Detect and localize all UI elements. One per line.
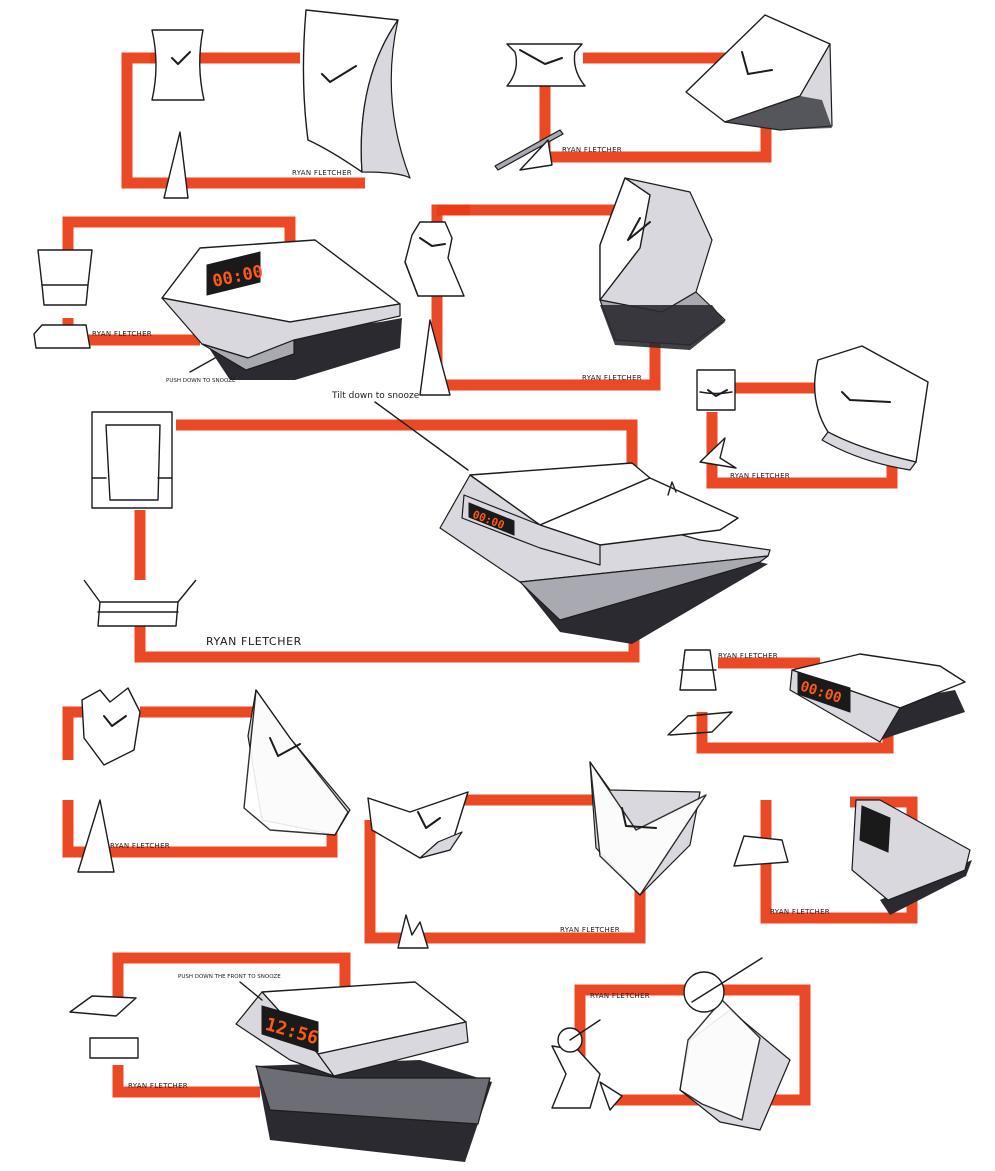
side-view (733, 835, 789, 867)
front-view (696, 369, 736, 411)
side-view (89, 1037, 139, 1059)
signature: RYAN FLETCHER (582, 374, 642, 382)
signature: RYAN FLETCHER (590, 992, 650, 1000)
faceted-front (599, 177, 651, 301)
annotation-push-front: PUSH DOWN THE FRONT TO SNOOZE (178, 974, 281, 980)
digital-display (797, 671, 851, 713)
side-view (699, 437, 737, 469)
annotation-tilt-down: Tilt down to snooze (331, 391, 420, 401)
front-view (367, 791, 469, 859)
sketch-curved-panel-clock: RYAN FLETCHER (121, 9, 411, 199)
signature: RYAN FLETCHER (560, 926, 620, 934)
side-view (33, 324, 91, 349)
front-view (81, 687, 141, 766)
side-view (83, 579, 197, 627)
digital-display (859, 805, 891, 853)
sketch-digital-block: 00:00 RYAN FLETCHER PUSH DOWN TO SNOOZE (33, 216, 402, 384)
sketch-hooked-clock: RYAN FLETCHER (696, 345, 929, 489)
front-view (69, 995, 137, 1017)
signature: RYAN FLETCHER (206, 635, 302, 648)
signature: RYAN FLETCHER (92, 330, 152, 338)
sketch-tilt-snooze-clock: 00:00 Tilt down to snooze RYAN FLETCHER (83, 391, 771, 663)
front-view (91, 411, 173, 509)
side-view (667, 711, 733, 736)
signature: RYAN FLETCHER (128, 1082, 188, 1090)
side-view (163, 131, 189, 199)
tilt-body-front (461, 494, 601, 566)
signature: RYAN FLETCHER (770, 908, 830, 916)
digital-display (206, 251, 261, 296)
side-view (494, 129, 564, 171)
side-view (77, 799, 115, 873)
sketch-wedge-clock: RYAN FLETCHER (494, 14, 833, 171)
side-view (397, 914, 429, 949)
sketch-push-front-digital: 12:56 PUSH DOWN THE FRONT TO SNOOZE RYAN… (69, 952, 492, 1162)
front-view (506, 43, 586, 87)
signature: RYAN FLETCHER (730, 472, 790, 480)
sketch-ring-clock: RYAN FLETCHER (551, 957, 811, 1131)
ring-top (683, 971, 725, 1013)
sketch-origami-clock: RYAN FLETCHER (364, 761, 707, 949)
perspective-view (589, 761, 707, 896)
signature: RYAN FLETCHER (562, 146, 622, 154)
front-view (151, 29, 205, 101)
sketch-split-digital: 00:00 RYAN FLETCHER (667, 649, 966, 754)
sketch-faceted-clock: RYAN FLETCHER (404, 177, 726, 396)
digital-display (468, 502, 515, 536)
front-view (37, 249, 93, 306)
front-view (551, 1045, 601, 1109)
sketch-pentagon-clock: RYAN FLETCHER (62, 687, 351, 873)
signature: RYAN FLETCHER (718, 652, 778, 660)
perspective-view (243, 689, 349, 836)
digital-display (261, 1005, 319, 1053)
sketch-leanback-digital: RYAN FLETCHER (733, 796, 972, 924)
signature: RYAN FLETCHER (292, 169, 352, 177)
side-view (419, 319, 451, 396)
signature: RYAN FLETCHER (110, 842, 170, 850)
annotation-push-down: PUSH DOWN TO SNOOZE (166, 378, 236, 384)
